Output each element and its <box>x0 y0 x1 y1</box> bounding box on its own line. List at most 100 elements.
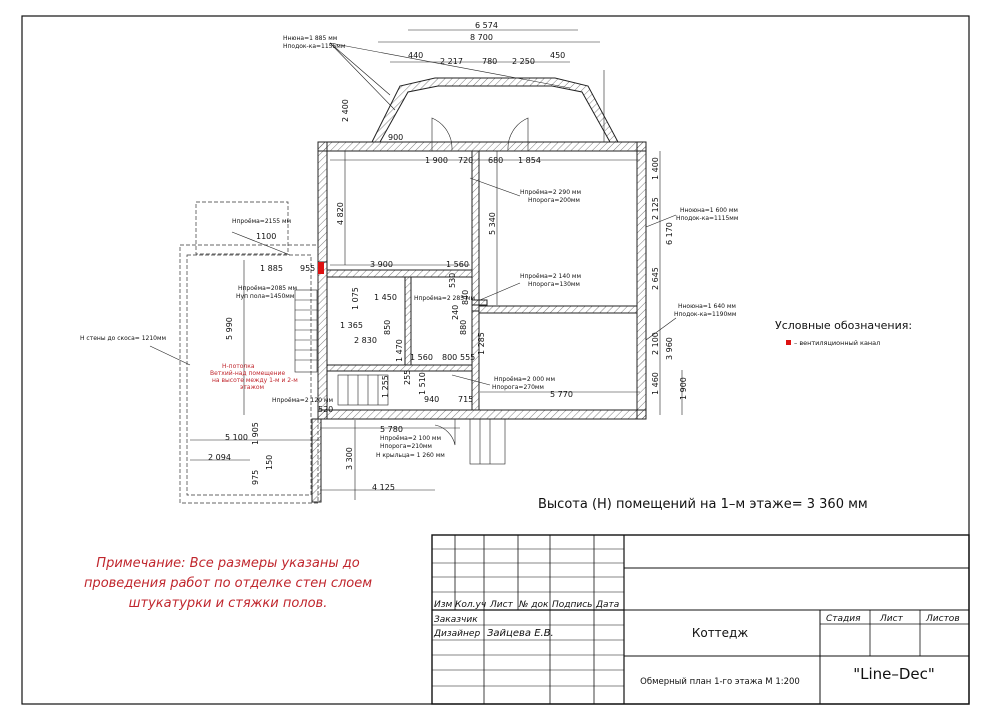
dim-8700: 8 700 <box>470 33 493 42</box>
dim-1905: 1 905 <box>251 422 260 445</box>
annotation-stair-1: Нпроёма=2085 мм <box>238 285 297 292</box>
dim-2645: 2 645 <box>651 267 660 290</box>
vent-channels <box>318 262 791 345</box>
annotation-door-3b: Нпорога=270мм <box>492 384 544 391</box>
drawing-text: Н-потолка <box>222 363 255 370</box>
annotation-stair-2: Нуп пола=1450мм <box>236 293 294 300</box>
building-walls <box>311 77 647 503</box>
annotation-door-3a: Нпроёма=2 000 мм <box>494 376 555 383</box>
dim-5780: 5 780 <box>380 425 403 434</box>
dim-1255: 1 255 <box>381 375 390 398</box>
annotation-wall-slope-1: Н стены до скоса= 1210мм <box>80 335 166 342</box>
dim-1100: 1100 <box>256 232 276 241</box>
dim-1470: 1 470 <box>395 339 404 362</box>
drawing-text: штукатурки и стяжки полов. <box>129 596 328 611</box>
dim-1885: 1 885 <box>260 264 283 273</box>
dim-1285: 1 285 <box>477 332 486 355</box>
dim-3900: 3 900 <box>370 260 393 269</box>
legend-title: Условные обозначения: <box>775 319 912 332</box>
annotation-window-right-2b: Нподок-ка=1190мм <box>674 311 736 318</box>
annotation-window-right-1a: Нноюна=1 600 мм <box>680 207 738 214</box>
opening-annotations: Ннюна=1 885 мм Нподок-ка=1155мм Нпроёма=… <box>80 35 738 459</box>
dim-450: 450 <box>550 51 565 60</box>
tb-customer: Заказчик <box>434 615 478 625</box>
doors <box>431 117 529 446</box>
dim-440: 440 <box>408 51 423 60</box>
title-block: Изм Кол.уч Лист № док Подпись Дата Заказ… <box>431 534 970 705</box>
dim-6170: 6 170 <box>665 222 674 245</box>
tb-company: "Line–Dec" <box>853 665 935 683</box>
dim-800: 800 <box>442 353 457 362</box>
annotation-entry-2: Нпорога=210мм <box>380 443 432 450</box>
dim-6574: 6 574 <box>475 21 498 30</box>
tb-sheets: Листов <box>925 614 960 624</box>
tb-header-izm: Изм <box>434 600 453 610</box>
dim-1450: 1 450 <box>374 293 397 302</box>
dim-900: 900 <box>388 133 403 142</box>
tb-sheet-title: Обмерный план 1-го этажа М 1:200 <box>640 677 800 687</box>
annotation-window-right-1b: Нподок-ка=1115мм <box>676 215 738 222</box>
dim-840: 840 <box>461 290 470 305</box>
height-note: Высота (Н) помещений на 1–м этаже= 3 360… <box>538 497 868 512</box>
annotation-door-4: Нпроёма=2 285 мм <box>414 295 475 302</box>
annotation-door-5: Нпроёма=2 120 мм <box>272 397 333 404</box>
finishing-note: Примечание: Все размеры указаны до прове… <box>84 556 372 611</box>
tb-header-kol: Кол.уч <box>455 600 486 610</box>
dim-680: 680 <box>488 156 503 165</box>
annotation-door-2b: Нпорога=130мм <box>528 281 580 288</box>
dim-4125: 4 125 <box>372 483 395 492</box>
dim-880: 880 <box>459 320 468 335</box>
dim-530: 530 <box>448 273 457 288</box>
dim-1075: 1 075 <box>351 287 360 310</box>
dim-2250: 2 250 <box>512 57 535 66</box>
annotation-door-2a: Нпроёма=2 140 мм <box>520 273 581 280</box>
tb-designer-name: Зайцева Е.В. <box>487 628 554 639</box>
dim-2100: 2 100 <box>651 332 660 355</box>
dim-2400: 2 400 <box>341 99 350 122</box>
legend: Условные обозначения: – вентиляционный к… <box>775 319 912 347</box>
leader-lines <box>149 42 677 386</box>
drawing-text: проведения работ по отделке стен слоем <box>84 576 372 591</box>
dim-1560: 1 560 <box>446 260 469 269</box>
dim-2217: 2 217 <box>440 57 463 66</box>
dimension-texts: 6 574 8 700 440 2 217 780 2 250 450 1 90… <box>208 21 688 492</box>
dim-2094: 2 094 <box>208 453 231 462</box>
tb-sheet: Лист <box>879 614 904 624</box>
annotation-entry-3: Н крыльца= 1 260 мм <box>376 452 445 459</box>
dim-150: 150 <box>265 455 274 470</box>
tb-stage: Стадия <box>826 614 861 624</box>
dim-955: 955 <box>300 264 315 273</box>
dim-5770: 5 770 <box>550 390 573 399</box>
dim-1854: 1 854 <box>518 156 541 165</box>
dim-940: 940 <box>424 395 439 404</box>
dim-720: 720 <box>458 156 473 165</box>
dimension-lines <box>190 29 683 500</box>
tb-header-doc: № док <box>518 600 549 610</box>
annotation-door-annex: Нпроёма=2155 мм <box>232 218 291 225</box>
dim-715: 715 <box>458 395 473 404</box>
drawing-text: Примечание: Все размеры указаны до <box>96 556 359 571</box>
dim-1560b: 1 560 <box>410 353 433 362</box>
annotation-window-top-2: Нподок-ка=1155мм <box>283 43 345 50</box>
stairs <box>294 289 506 465</box>
dim-1900b: 1 900 <box>679 377 688 400</box>
drawing-text: Ветхий-над помещение <box>210 370 285 377</box>
annotation-window-right-2a: Нноюна=1 640 мм <box>678 303 736 310</box>
dim-3300: 3 300 <box>345 447 354 470</box>
dim-1510: 1 510 <box>418 372 427 395</box>
annotation-window-top-1: Ннюна=1 885 мм <box>283 35 337 42</box>
dim-850: 850 <box>383 320 392 335</box>
dim-520: 520 <box>318 405 333 414</box>
annotation-entry-1: Нпроёма=2 100 мм <box>380 435 441 442</box>
dim-1900: 1 900 <box>425 156 448 165</box>
dim-5990: 5 990 <box>225 317 234 340</box>
tb-designer: Дизайнер <box>433 629 480 639</box>
annotation-door-1b: Нпорога=200мм <box>528 197 580 204</box>
dim-1400: 1 400 <box>651 157 660 180</box>
dim-975: 975 <box>251 470 260 485</box>
dim-240: 240 <box>451 305 460 320</box>
dim-2125: 2 125 <box>651 197 660 220</box>
dim-5100: 5 100 <box>225 433 248 442</box>
dim-1460: 1 460 <box>651 372 660 395</box>
